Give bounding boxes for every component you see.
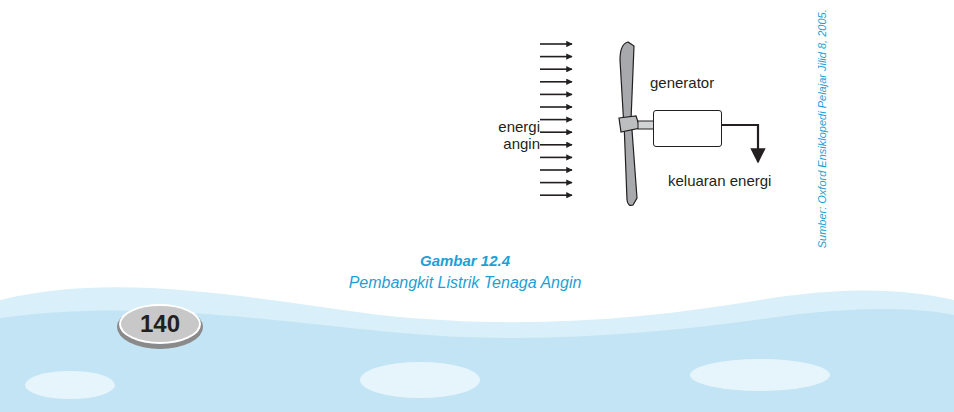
output-line	[722, 125, 758, 162]
wave-bubble	[25, 371, 115, 399]
wind-arrow	[540, 157, 572, 159]
wind-arrow	[540, 68, 572, 70]
wind-arrow	[540, 94, 572, 96]
wind-arrow	[540, 81, 572, 83]
generator-box: generator	[653, 110, 722, 147]
wind-arrow	[540, 119, 572, 121]
node-label: generator	[650, 74, 714, 91]
output-label: keluaran energi	[668, 172, 828, 189]
wave-bubble	[360, 362, 480, 398]
wind-arrow	[540, 169, 572, 171]
wave-bubble	[690, 359, 830, 391]
wind-arrow	[540, 43, 572, 45]
page-badge	[120, 305, 200, 343]
page-number: 140	[120, 310, 200, 338]
wave-background	[0, 287, 954, 412]
wind-arrow	[540, 194, 572, 196]
figure-number: Gambar 12.4	[300, 252, 630, 269]
shaft	[638, 121, 654, 129]
wave-band	[0, 309, 954, 412]
wind-arrow	[540, 144, 572, 146]
wind-arrow	[540, 106, 572, 108]
source-note: Sumber: Oxford Ensiklopedi Pelajar Jilid…	[816, 8, 829, 248]
wind-arrow	[540, 182, 572, 184]
wind-arrows	[540, 44, 572, 195]
wind-arrow	[540, 131, 572, 133]
turbine-hub	[619, 116, 640, 132]
wind-arrow	[540, 56, 572, 58]
page-badge-shadow	[117, 305, 203, 349]
turbine-blade	[624, 122, 637, 205]
turbine-blade	[620, 42, 634, 128]
figure-caption: Pembangkit Listrik Tenaga Angin	[265, 274, 665, 292]
energy-label: energi angin	[470, 118, 540, 153]
